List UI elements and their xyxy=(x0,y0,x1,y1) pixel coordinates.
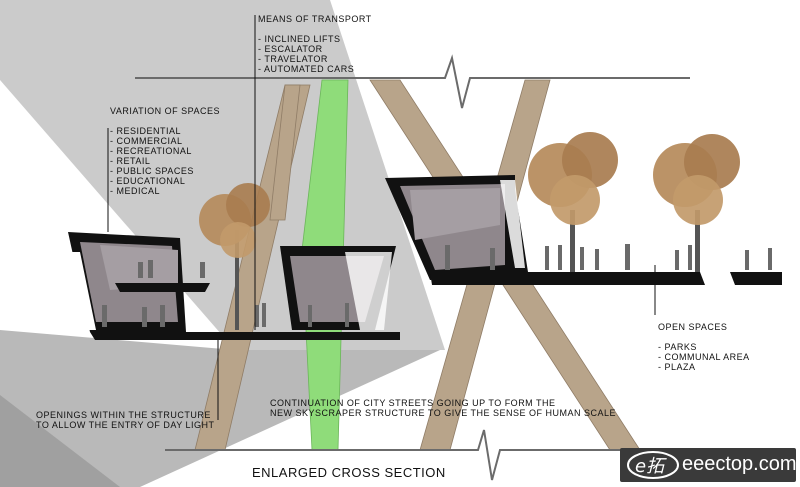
spaces-heading: VARIATION OF SPACES xyxy=(110,106,221,116)
transport-item: ESCALATOR xyxy=(258,44,372,54)
openspaces-label: OPEN SPACES PARKS COMMUNAL AREA PLAZA xyxy=(658,322,750,372)
section-title: ENLARGED CROSS SECTION xyxy=(252,465,446,480)
street-upper-left xyxy=(269,84,301,221)
left-structure xyxy=(68,232,400,340)
transport-heading: MEANS OF TRANSPORT xyxy=(258,14,372,24)
transport-item: TRAVELATOR xyxy=(258,54,372,64)
spaces-item: PUBLIC SPACES xyxy=(110,166,220,176)
transport-list: INCLINED LIFTS ESCALATOR TRAVELATOR AUTO… xyxy=(258,34,372,74)
watermark: e拓 eeectop.com xyxy=(620,448,797,482)
spaces-item: MEDICAL xyxy=(110,186,220,196)
transport-item: AUTOMATED CARS xyxy=(258,64,372,74)
openspaces-item: COMMUNAL AREA xyxy=(658,352,750,362)
tree-middle xyxy=(528,132,618,272)
streets-note: CONTINUATION OF CITY STREETS GOING UP TO… xyxy=(270,398,616,418)
spaces-item: RECREATIONAL xyxy=(110,146,220,156)
right-structure xyxy=(385,175,782,285)
streets-note-line: CONTINUATION OF CITY STREETS GOING UP TO… xyxy=(270,398,556,408)
spaces-item: RESIDENTIAL xyxy=(110,126,220,136)
openspaces-heading: OPEN SPACES xyxy=(658,322,728,332)
openspaces-item: PARKS xyxy=(658,342,750,352)
dark-light-wedge xyxy=(0,395,120,487)
watermark-site: eeectop.com xyxy=(682,453,797,475)
spaces-item: EDUCATIONAL xyxy=(110,176,220,186)
watermark-logo-text: e拓 xyxy=(635,456,667,477)
spaces-item: COMMERCIAL xyxy=(110,136,220,146)
openings-note-line: OPENINGS WITHIN THE STRUCTURE xyxy=(36,410,211,420)
openspaces-list: PARKS COMMUNAL AREA PLAZA xyxy=(658,342,750,372)
streets-note-line: NEW SKYSCRAPER STRUCTURE TO GIVE THE SEN… xyxy=(270,408,617,418)
watermark-logo-icon: e拓 xyxy=(627,451,679,479)
openings-note-line: TO ALLOW THE ENTRY OF DAY LIGHT xyxy=(36,420,215,430)
openings-note: OPENINGS WITHIN THE STRUCTURE TO ALLOW T… xyxy=(36,410,215,430)
lower-section-line xyxy=(165,429,795,481)
spaces-list: RESIDENTIAL COMMERCIAL RECREATIONAL RETA… xyxy=(110,126,220,196)
spaces-label: VARIATION OF SPACES RESIDENTIAL COMMERCI… xyxy=(110,106,220,196)
tree-left xyxy=(199,183,270,330)
openspaces-item: PLAZA xyxy=(658,362,750,372)
tree-right xyxy=(653,134,740,272)
people-silhouettes xyxy=(102,244,772,327)
spaces-item: RETAIL xyxy=(110,156,220,166)
upper-section-line xyxy=(135,54,690,109)
transport-label: MEANS OF TRANSPORT INCLINED LIFTS ESCALA… xyxy=(258,14,372,74)
transport-item: INCLINED LIFTS xyxy=(258,34,372,44)
